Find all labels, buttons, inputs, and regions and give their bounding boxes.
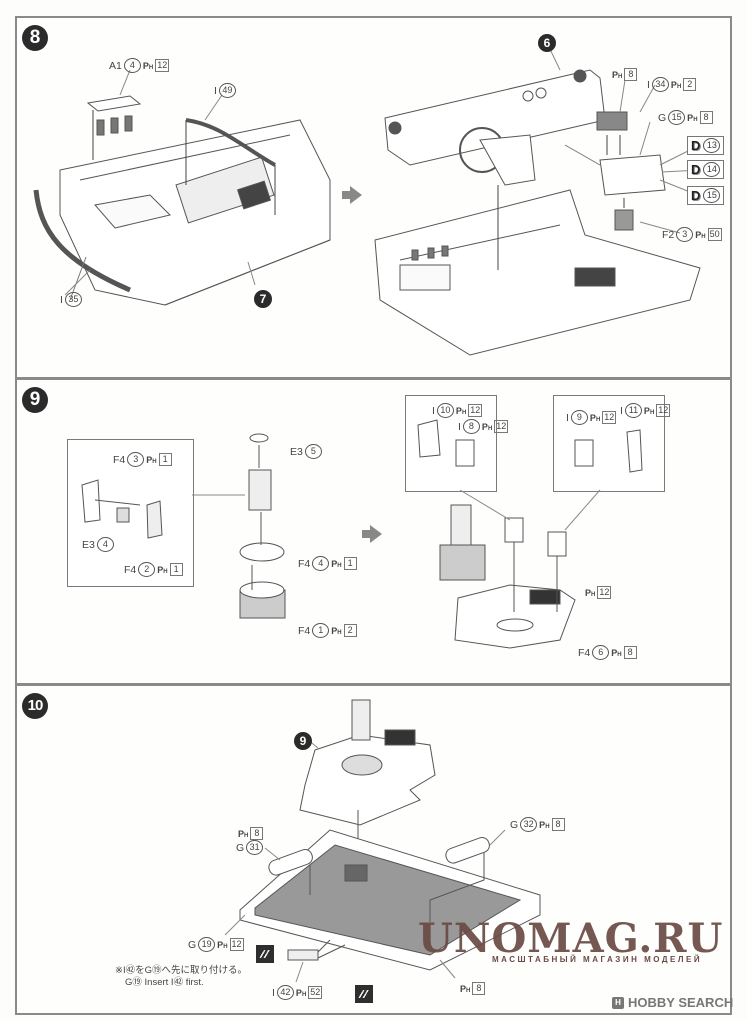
step-number: 10	[22, 693, 48, 719]
console-parts	[564, 111, 666, 231]
watermark-title: UNOMAG.RU	[418, 915, 724, 962]
floor-pan-right	[374, 189, 701, 356]
dashboard	[384, 69, 606, 186]
part-i49-bar	[185, 118, 276, 167]
ref-step-6: 6	[538, 34, 556, 52]
hobby-search-credit: H HOBBY SEARCH	[612, 995, 733, 1010]
hobby-search-logo-icon: H	[612, 996, 624, 1009]
next-arrow-icon	[342, 186, 362, 204]
note-english: G⑲ Insert I㊷ first.	[125, 977, 204, 988]
step-number: 8	[22, 25, 48, 51]
ref-step-9: 9	[294, 732, 312, 750]
credit-text: HOBBY SEARCH	[628, 995, 734, 1010]
watermark-subtitle: МАСШТАБНЫЙ МАГАЗИН МОДЕЛЕЙ	[492, 955, 703, 964]
floor-pan-left	[59, 119, 331, 306]
note-japanese: ※I㊷をG⑲へ先に取り付ける。	[115, 965, 247, 976]
pedal-assembly	[86, 95, 142, 160]
part-i35-rail	[33, 189, 131, 293]
ref-step-7: 7	[254, 290, 272, 308]
step-number: 9	[22, 387, 48, 413]
assembly-note: ※I㊷をG⑲へ先に取り付ける。 G⑲ Insert I㊷ first.	[115, 965, 247, 989]
glue-marker-icon	[355, 985, 373, 1003]
glue-marker-icon	[256, 945, 274, 963]
next-arrow-icon	[362, 525, 382, 543]
